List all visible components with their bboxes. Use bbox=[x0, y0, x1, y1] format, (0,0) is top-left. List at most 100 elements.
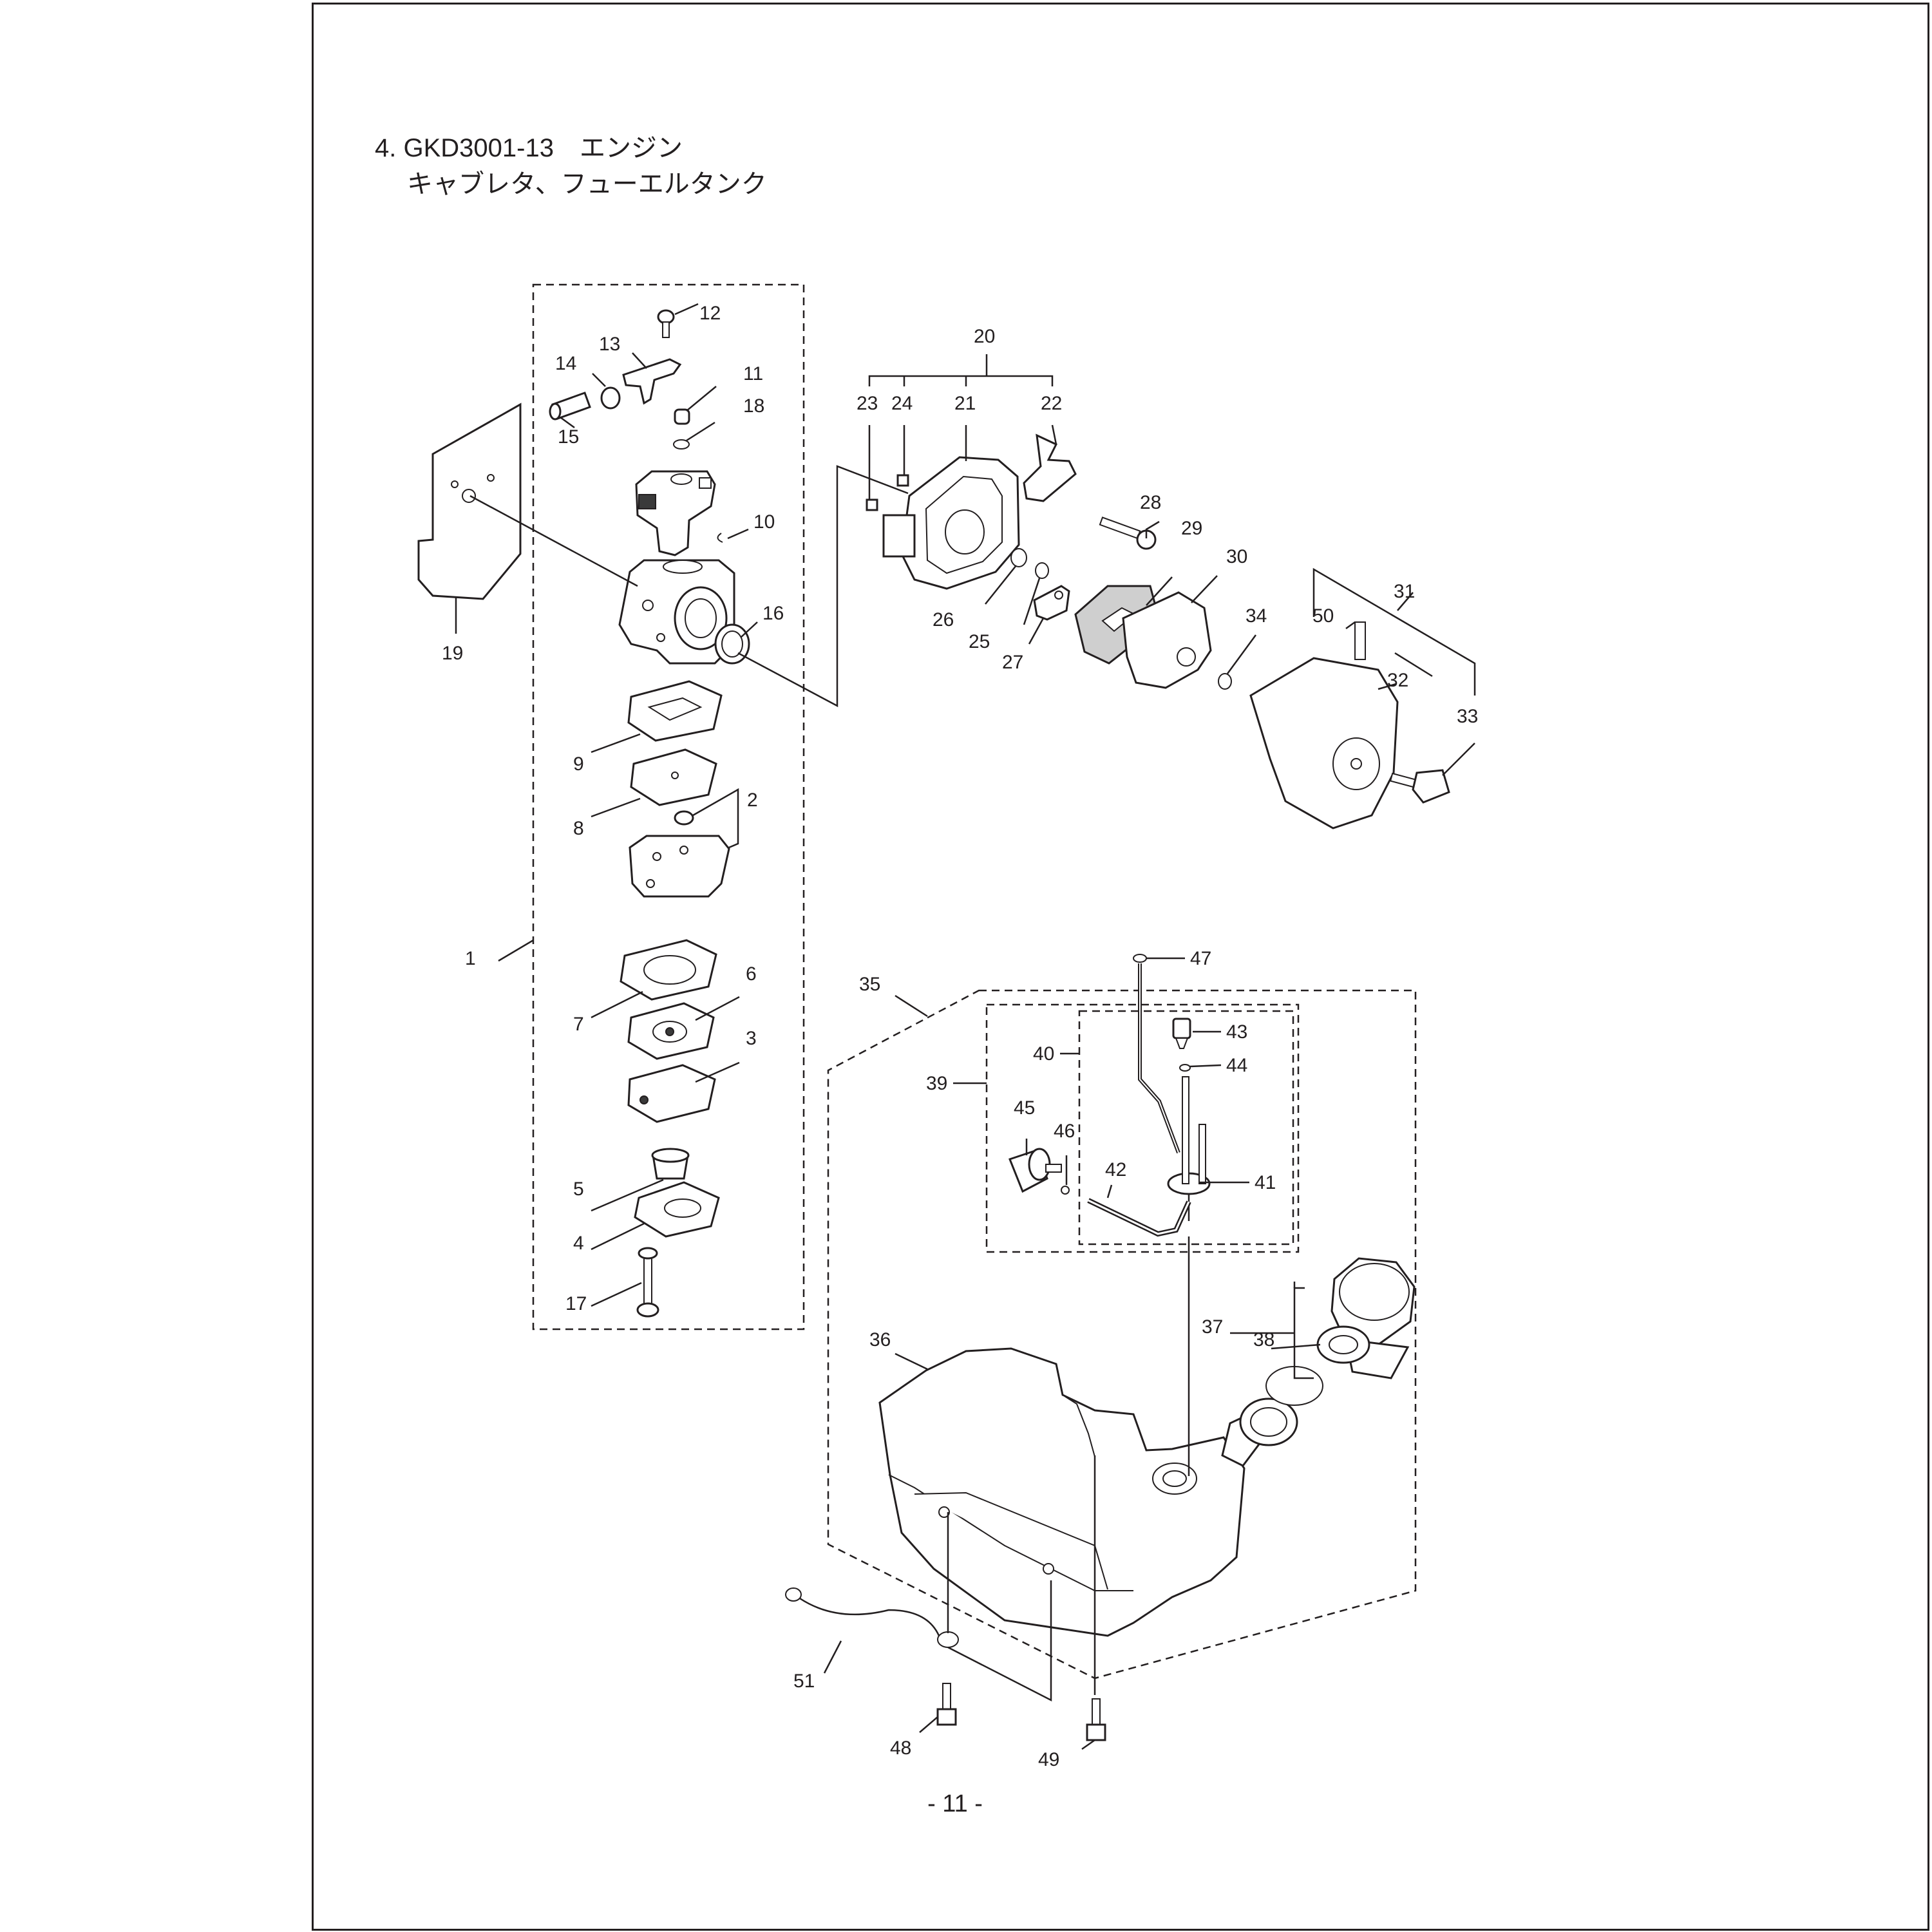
callout-50: 50 bbox=[1312, 605, 1334, 627]
part-oring-18 bbox=[673, 439, 690, 450]
part-fuel-filter bbox=[1009, 1148, 1062, 1193]
callout-25: 25 bbox=[969, 631, 990, 652]
callout-48: 48 bbox=[890, 1738, 911, 1759]
callout-49: 49 bbox=[1038, 1749, 1059, 1770]
callout-51: 51 bbox=[793, 1671, 815, 1692]
part-washer-25 bbox=[1035, 562, 1049, 579]
part-carburetor-body bbox=[618, 559, 735, 665]
callout-46: 46 bbox=[1054, 1121, 1075, 1142]
part-filter-bracket bbox=[1033, 585, 1070, 621]
part-pump-check bbox=[674, 810, 694, 826]
callout-20: 20 bbox=[974, 326, 995, 347]
part-gasket-9 bbox=[627, 680, 723, 742]
part-fuel-fitting bbox=[549, 392, 591, 421]
carburetor-assembly-box bbox=[532, 283, 805, 1331]
callout-15: 15 bbox=[558, 426, 579, 448]
callout-13: 13 bbox=[599, 334, 620, 355]
page-border bbox=[312, 3, 1929, 1931]
callout-38: 38 bbox=[1253, 1329, 1274, 1350]
part-decal-50 bbox=[1354, 621, 1366, 660]
callout-8: 8 bbox=[573, 818, 584, 839]
page-number: - 11 - bbox=[927, 1790, 983, 1817]
part-tank-screw-48 bbox=[936, 1683, 957, 1726]
callout-31: 31 bbox=[1394, 581, 1415, 602]
fuel-pickup-box-40 bbox=[1078, 1010, 1294, 1245]
part-air-cleaner-cover bbox=[1249, 657, 1399, 829]
callout-4: 4 bbox=[573, 1233, 584, 1254]
callout-1: 1 bbox=[465, 948, 476, 969]
part-clip-10 bbox=[717, 533, 723, 543]
callout-7: 7 bbox=[573, 1014, 584, 1035]
part-long-screw bbox=[636, 1247, 659, 1318]
callout-18: 18 bbox=[743, 395, 764, 417]
callout-17: 17 bbox=[565, 1293, 587, 1314]
callout-labels: 1 2 3 4 5 6 7 8 9 10 11 12 13 14 15 16 1… bbox=[442, 303, 1478, 1770]
part-vent bbox=[1172, 1018, 1191, 1049]
callout-37: 37 bbox=[1202, 1316, 1223, 1338]
callout-12: 12 bbox=[699, 303, 721, 324]
callout-2: 2 bbox=[747, 790, 758, 811]
callout-47: 47 bbox=[1190, 948, 1211, 969]
callout-3: 3 bbox=[746, 1028, 757, 1049]
part-air-cleaner-base bbox=[882, 456, 1020, 590]
callout-28: 28 bbox=[1140, 492, 1161, 513]
callout-34: 34 bbox=[1245, 605, 1267, 627]
callout-16: 16 bbox=[762, 603, 784, 624]
part-gasket-7 bbox=[620, 939, 717, 1001]
part-filter-pad bbox=[1122, 591, 1212, 689]
callout-19: 19 bbox=[442, 643, 463, 664]
callout-22: 22 bbox=[1041, 393, 1062, 414]
part-tank-screw-49 bbox=[1086, 1698, 1106, 1741]
part-bolt-28 bbox=[1099, 516, 1157, 550]
part-primer-cup bbox=[651, 1148, 690, 1180]
part-pump-body bbox=[629, 835, 730, 898]
callout-33: 33 bbox=[1457, 706, 1478, 727]
part-clip-46 bbox=[1061, 1186, 1070, 1195]
callout-6: 6 bbox=[746, 963, 757, 985]
diagram-subtitle: キャブレタ、フューエルタンク bbox=[407, 170, 767, 198]
part-cover-knob bbox=[1389, 769, 1450, 804]
part-choke-bracket bbox=[622, 358, 682, 405]
callout-26: 26 bbox=[933, 609, 954, 630]
callout-36: 36 bbox=[869, 1329, 891, 1350]
callout-43: 43 bbox=[1226, 1021, 1247, 1043]
part-primer-plate bbox=[634, 1181, 720, 1238]
part-vent-oring-44 bbox=[1179, 1064, 1191, 1072]
part-carburetor-upper-body bbox=[635, 470, 716, 556]
part-adjust-screw-11 bbox=[674, 408, 690, 425]
callout-41: 41 bbox=[1255, 1172, 1276, 1193]
part-fuel-tank bbox=[878, 1347, 1245, 1637]
part-clip-34 bbox=[1218, 673, 1232, 690]
callout-42: 42 bbox=[1105, 1159, 1126, 1180]
callout-27: 27 bbox=[1002, 652, 1023, 673]
callout-44: 44 bbox=[1226, 1055, 1247, 1076]
fuel-pickup-box-39 bbox=[985, 1003, 1300, 1253]
callout-45: 45 bbox=[1014, 1097, 1035, 1119]
part-grommet bbox=[1167, 1076, 1211, 1221]
part-filler-neck bbox=[1221, 1397, 1298, 1467]
part-screw-12 bbox=[657, 309, 675, 338]
part-diaphragm-6 bbox=[627, 1002, 715, 1060]
callout-40: 40 bbox=[1033, 1043, 1054, 1065]
callout-35: 35 bbox=[859, 974, 880, 995]
callout-30: 30 bbox=[1226, 546, 1247, 567]
callout-5: 5 bbox=[573, 1179, 584, 1200]
callout-23: 23 bbox=[857, 393, 878, 414]
callout-11: 11 bbox=[743, 363, 763, 384]
callout-9: 9 bbox=[573, 753, 584, 775]
callout-10: 10 bbox=[753, 511, 775, 533]
part-choke-lever bbox=[1023, 433, 1077, 502]
part-tube-cap-47 bbox=[1133, 954, 1147, 963]
callout-21: 21 bbox=[954, 393, 976, 414]
diagram-title: 4. GKD3001-13 エンジン bbox=[375, 134, 683, 162]
part-cap-gasket bbox=[1316, 1325, 1370, 1364]
part-collar-24 bbox=[896, 474, 909, 487]
callout-32: 32 bbox=[1387, 670, 1408, 691]
callout-29: 29 bbox=[1181, 518, 1202, 539]
part-collar-23 bbox=[866, 498, 878, 511]
part-ground-wire bbox=[785, 1587, 959, 1648]
callout-39: 39 bbox=[926, 1073, 947, 1094]
callout-14: 14 bbox=[555, 353, 576, 374]
part-fuel-cap bbox=[1331, 1257, 1416, 1379]
